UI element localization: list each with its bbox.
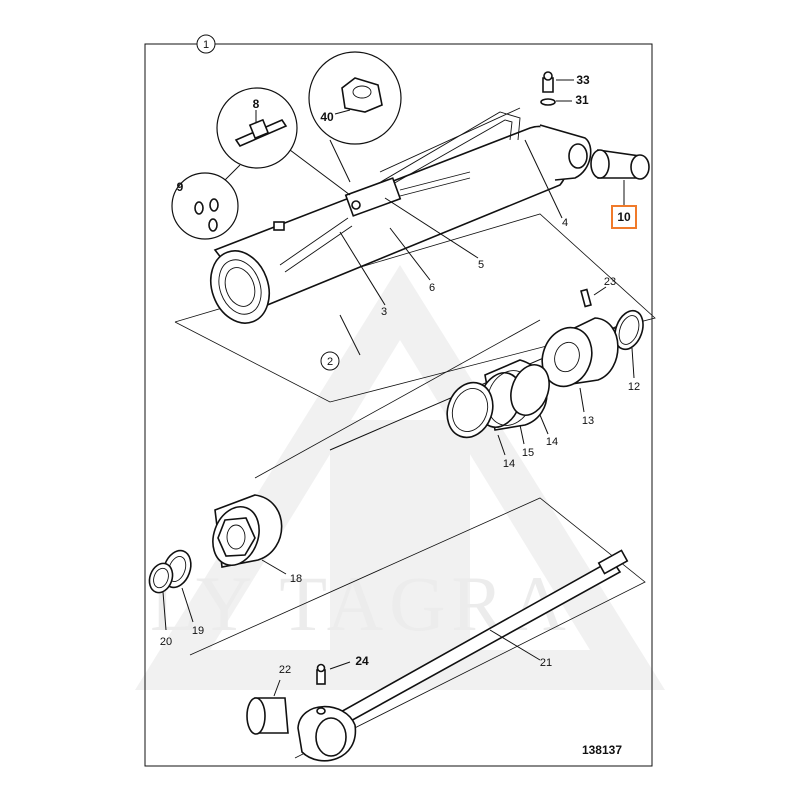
o-ring-12[interactable] bbox=[610, 307, 648, 379]
bushing-22[interactable] bbox=[246, 679, 289, 735]
wiper-20[interactable] bbox=[146, 560, 177, 631]
callout-10-label: 10 bbox=[617, 210, 631, 224]
callout-24[interactable]: 24 bbox=[355, 654, 369, 668]
piston-13[interactable] bbox=[534, 317, 619, 413]
pin-23[interactable] bbox=[580, 286, 607, 308]
callout-18[interactable]: 18 bbox=[290, 573, 302, 585]
callout-3[interactable]: 3 bbox=[381, 306, 387, 318]
wear-ring-14-right[interactable] bbox=[504, 359, 556, 435]
callout-1-label: 1 bbox=[203, 39, 209, 51]
wear-ring-14-left[interactable] bbox=[440, 376, 506, 456]
detail-circle-40[interactable] bbox=[308, 51, 402, 183]
callout-33[interactable]: 33 bbox=[576, 73, 590, 87]
callout-2-label: 2 bbox=[327, 356, 333, 368]
callout-40[interactable]: 40 bbox=[320, 110, 334, 124]
callout-12[interactable]: 12 bbox=[628, 381, 640, 393]
detail-circle-8[interactable] bbox=[216, 87, 351, 196]
washer-31[interactable] bbox=[540, 98, 572, 106]
watermark: LY TAGRA bbox=[135, 265, 665, 690]
grease-nipple-33[interactable] bbox=[542, 71, 574, 93]
callout-6[interactable]: 6 bbox=[429, 282, 435, 294]
rod-eye bbox=[297, 705, 357, 762]
diagram-frame bbox=[144, 43, 653, 767]
callout-15[interactable]: 15 bbox=[522, 447, 534, 459]
callout-9[interactable]: 9 bbox=[177, 180, 184, 194]
callout-13[interactable]: 13 bbox=[582, 415, 594, 427]
gland-18[interactable] bbox=[205, 494, 287, 575]
bushing-10[interactable] bbox=[590, 149, 650, 205]
detail-circle-9[interactable] bbox=[171, 164, 241, 240]
callout-14-right[interactable]: 14 bbox=[546, 436, 558, 448]
callout-1[interactable]: 1 bbox=[196, 34, 216, 54]
callout-21[interactable]: 21 bbox=[540, 657, 552, 669]
callout-2[interactable]: 2 bbox=[320, 351, 340, 371]
callout-22[interactable]: 22 bbox=[279, 664, 291, 676]
callout-19[interactable]: 19 bbox=[192, 625, 204, 637]
grease-nipple-24[interactable] bbox=[316, 661, 351, 685]
callout-5[interactable]: 5 bbox=[478, 259, 484, 271]
callout-8[interactable]: 8 bbox=[253, 97, 260, 111]
callout-10-highlighted[interactable]: 10 bbox=[611, 205, 637, 229]
callout-4[interactable]: 4 bbox=[562, 217, 568, 229]
rod-group bbox=[189, 497, 646, 759]
callout-23[interactable]: 23 bbox=[604, 276, 616, 288]
callout-14-left[interactable]: 14 bbox=[503, 458, 515, 470]
callout-31[interactable]: 31 bbox=[575, 93, 589, 107]
callout-20[interactable]: 20 bbox=[160, 636, 172, 648]
drawing-reference-number: 138137 bbox=[582, 743, 622, 757]
highlight-box bbox=[611, 205, 637, 229]
cylinder-barrel-group bbox=[174, 107, 656, 403]
